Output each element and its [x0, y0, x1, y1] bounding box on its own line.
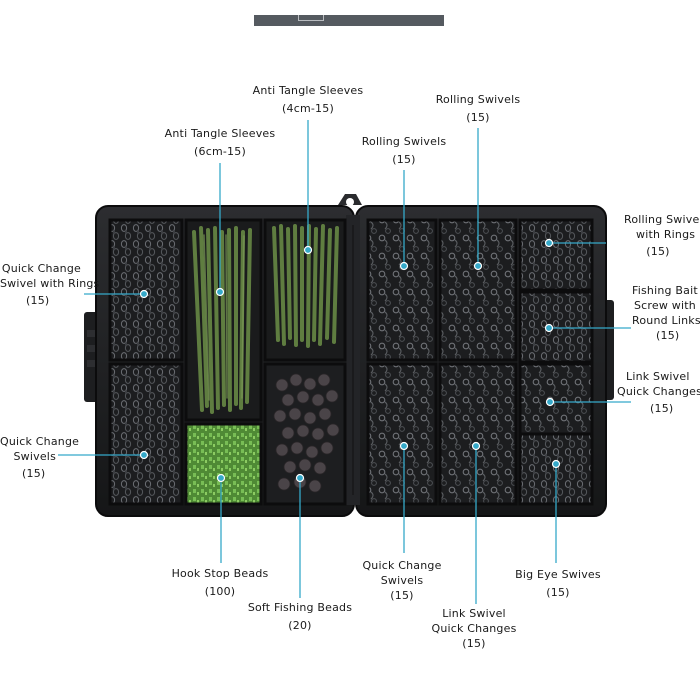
label-count: (15) — [646, 245, 670, 258]
label-count: (15) — [656, 329, 680, 342]
label-text: Hook Stop Beads — [171, 567, 269, 580]
label-text: Anti Tangle Sleeves — [252, 84, 364, 97]
label-text: Rolling Swivels — [361, 135, 447, 148]
label-count: (15) — [390, 589, 414, 602]
label-rolling-swivels-top: Rolling Swivels (15) — [422, 92, 534, 125]
label-soft-fishing-beads: Soft Fishing Beads (20) — [240, 600, 360, 633]
label-count: (15) — [392, 153, 416, 166]
label-text: Rolling Swivels — [435, 93, 521, 106]
label-text: Big Eye Swives — [515, 568, 601, 581]
label-text: with Rings — [636, 228, 696, 241]
label-text: Quick Changes — [617, 385, 700, 398]
label-text: Quick Change — [0, 435, 80, 448]
label-count: (100) — [204, 585, 236, 598]
label-text: Link Swivel — [442, 607, 506, 620]
label-text: Swivels — [13, 450, 56, 463]
label-text: Round Links — [632, 314, 700, 327]
label-quick-change-left: Quick Change Swivels (15) — [0, 434, 80, 481]
label-count: (15) — [466, 111, 490, 124]
label-text: Soft Fishing Beads — [247, 601, 353, 614]
label-anti-tangle-6cm: Anti Tangle Sleeves (6cm-15) — [150, 126, 290, 159]
label-text: Quick Change — [1, 262, 81, 275]
label-count: (15) — [462, 637, 486, 650]
label-link-swivel-bottom: Link Swivel Quick Changes (15) — [424, 606, 524, 651]
label-text: Quick Change — [362, 559, 442, 572]
label-rolling-swivel-rings: Rolling Swivel with Rings (15) — [616, 212, 700, 259]
label-anti-tangle-4cm: Anti Tangle Sleeves (4cm-15) — [238, 83, 378, 116]
label-text: Rolling Swivel — [624, 213, 700, 226]
label-text: Fishing Bait — [632, 284, 698, 297]
label-text: Swivel with Rings — [0, 277, 100, 290]
top-bar-notch — [298, 15, 324, 21]
label-link-swivel-right: Link Swivel Quick Changes (15) — [612, 369, 700, 416]
label-quick-change-rings: Quick Change Swivel with Rings (15) — [0, 261, 100, 308]
label-count: (4cm-15) — [282, 102, 334, 115]
label-text: Swivels — [380, 574, 424, 587]
label-count: (15) — [546, 586, 570, 599]
label-rolling-swivels-mid: Rolling Swivels (15) — [348, 134, 460, 167]
label-count: (15) — [650, 402, 674, 415]
label-hook-stop-beads: Hook Stop Beads (100) — [160, 566, 280, 599]
top-bar — [254, 15, 444, 26]
label-quick-change-bottom: Quick Change Swivels (15) — [354, 558, 450, 603]
label-text: Anti Tangle Sleeves — [164, 127, 276, 140]
label-count: (6cm-15) — [194, 145, 246, 158]
label-big-eye-swives: Big Eye Swives (15) — [504, 567, 612, 600]
label-count: (20) — [288, 619, 312, 632]
label-count: (15) — [26, 294, 50, 307]
label-bait-screw: Fishing Bait Screw with Round Links (15) — [626, 283, 700, 343]
label-count: (15) — [22, 467, 46, 480]
label-text: Link Swivel — [626, 370, 690, 383]
label-text: Quick Changes — [431, 622, 517, 635]
label-text: Screw with — [634, 299, 696, 312]
